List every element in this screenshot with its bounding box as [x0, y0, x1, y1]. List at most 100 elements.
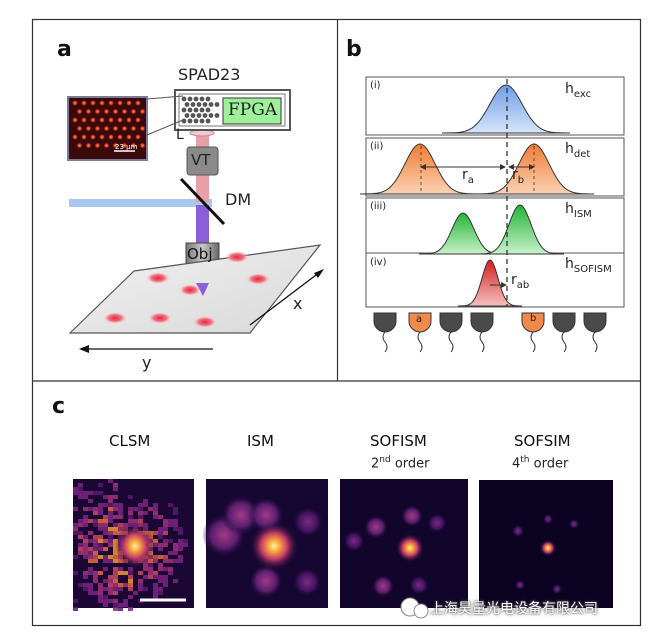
sample-spot [103, 312, 127, 324]
clsm-pixel [158, 535, 163, 539]
clsm-pixel [103, 567, 108, 571]
excitation-psf [442, 84, 570, 134]
row-2-label: hdet [565, 141, 591, 160]
clsm-pixel [173, 551, 178, 555]
clsm-pixel [168, 519, 173, 523]
sample-spot [148, 312, 172, 324]
ism-bright-spot [250, 522, 298, 570]
clsm-pixel [83, 491, 88, 495]
clsm-pixel [143, 523, 148, 527]
clsm-pixel [128, 575, 133, 579]
clsm-pixel [113, 527, 118, 531]
panel-b-label: b [346, 37, 362, 62]
clsm-pixel [78, 523, 83, 527]
clsm-pixel [113, 575, 118, 579]
clsm-pixel [113, 507, 118, 511]
x-arrowhead [314, 269, 324, 278]
clsm-pixel [93, 559, 98, 563]
clsm-pixel [93, 507, 98, 511]
inset-connector-bottom [146, 119, 184, 136]
clsm-pixel [93, 491, 98, 495]
inset-dot [126, 117, 132, 123]
sofism-spot [364, 515, 388, 539]
clsm-pixel [113, 583, 118, 587]
figure-border [31, 18, 642, 627]
inset-dots [72, 100, 146, 149]
clsm-pixel [98, 543, 103, 547]
clsm-pixel [73, 599, 78, 603]
spad-pixel [193, 107, 199, 113]
detector-element [521, 312, 545, 333]
clsm-pixel [103, 527, 108, 531]
clsm-pixel [88, 567, 93, 571]
clsm-pixel [153, 575, 158, 579]
clsm-pixel [113, 567, 118, 571]
detector-wire [382, 331, 388, 353]
clsm-pixel [83, 539, 88, 543]
inset-dot [112, 142, 119, 149]
spad-pixel [184, 113, 190, 118]
clsm-pixel [103, 595, 108, 599]
clsm-pixel [118, 503, 123, 507]
clsm-pixel [78, 487, 83, 491]
inset-dot [90, 100, 96, 106]
clsm-pixel [103, 531, 108, 535]
clsm-pixel [73, 607, 78, 611]
clsm-pixel [83, 555, 88, 559]
clsm-pixel [108, 599, 113, 603]
clsm-pixel [83, 515, 88, 519]
sample-spot [225, 251, 249, 263]
clsm-pixel [98, 491, 103, 495]
rab-arrowhead [501, 282, 507, 288]
inset-dot [94, 142, 101, 149]
inset-dot [126, 134, 132, 140]
clsm-pixel [98, 599, 103, 603]
clsm-pixel [93, 543, 98, 547]
clsm-pixel [168, 503, 173, 507]
clsm-pixel [108, 479, 113, 483]
clsm-pixel [128, 583, 133, 587]
inset-dot [112, 125, 119, 132]
dm-label: DM [225, 190, 252, 209]
clsm-pixel [118, 515, 123, 519]
inset-dot [81, 117, 87, 123]
clsm-pixel [98, 587, 103, 591]
clsm-pixel [153, 571, 158, 575]
clsm-pixel [153, 503, 158, 507]
clsm-pixel [118, 607, 123, 611]
clsm-pixel [93, 575, 98, 579]
clsm-pixel [133, 507, 138, 511]
detector-wire [561, 331, 567, 353]
rb-label: rb [512, 167, 525, 186]
ra-arrowhead-left [420, 164, 426, 170]
spad-pixel [202, 102, 208, 107]
ism-image [202, 479, 328, 608]
clsm-pixel [98, 591, 103, 595]
spad-pixel [214, 113, 220, 118]
clsm-pixel [163, 527, 168, 531]
spad-pixel [205, 96, 211, 102]
clsm-pixel [173, 511, 178, 515]
clsm-pixel [113, 591, 118, 595]
clsm-pixel [128, 515, 133, 519]
clsm-pixel [78, 491, 83, 495]
clsm-pixel [158, 543, 163, 547]
clsm-pixel [113, 531, 118, 535]
clsm-pixel [168, 523, 173, 527]
clsm-pixel [83, 587, 88, 591]
detection-psf-b [474, 143, 594, 195]
ism-psf-b [476, 204, 564, 255]
x-axis-arrow [249, 271, 321, 326]
row-2-number: (ii) [370, 141, 384, 152]
clsm-pixel [78, 531, 83, 535]
sofism-order: 2nd order [371, 455, 430, 472]
clsm-pixel [73, 487, 78, 491]
sofism-spot [409, 575, 429, 595]
inset-dot [85, 108, 92, 115]
clsm-pixel [153, 591, 158, 595]
sofism-spot [372, 575, 394, 597]
clsm-pixel [153, 539, 158, 543]
clsm-pixel [183, 539, 188, 543]
clsm-pixel [113, 487, 118, 491]
spad-pixel [187, 107, 193, 113]
